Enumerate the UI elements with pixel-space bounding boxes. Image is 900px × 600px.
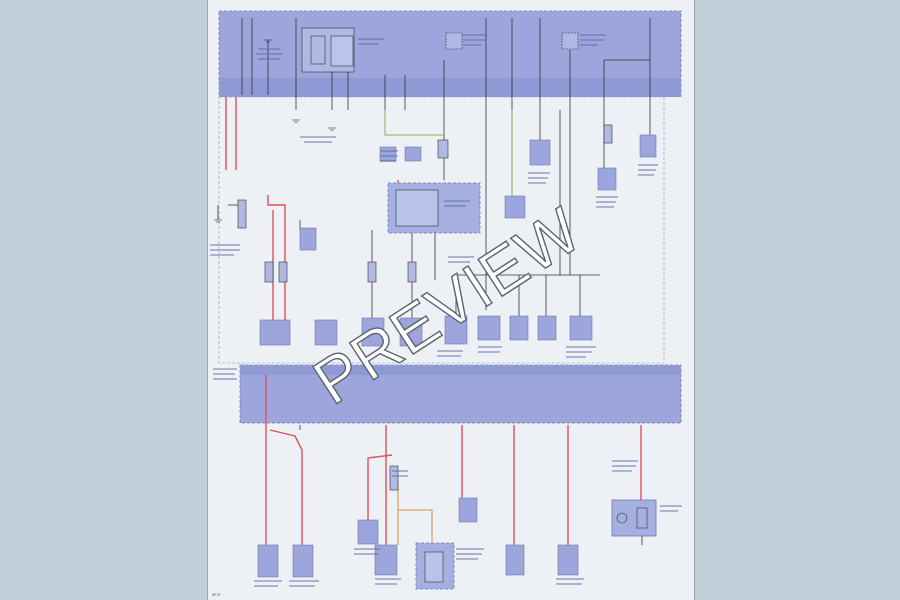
- top-junction-box-bus: [219, 78, 681, 97]
- lower-right-module-symbol: [616, 512, 628, 524]
- page-code: XF 07: [212, 593, 221, 597]
- lower-right-module: [611, 499, 657, 537]
- bottom-relay: [424, 551, 444, 583]
- green-wires: [384, 110, 513, 200]
- orange-wires: [397, 480, 433, 545]
- mid-components: [259, 134, 657, 347]
- harness-region-outline: [218, 96, 665, 364]
- ground-symbols: [214, 39, 336, 223]
- lower-junction-box-bus: [240, 365, 681, 375]
- top-box-wires: [241, 18, 651, 140]
- central-relay: [395, 189, 439, 227]
- connectors: [237, 124, 613, 491]
- fine-print-bars: [210, 34, 682, 587]
- lower-right-module-contact: [636, 507, 648, 529]
- top-box-device-1: [445, 32, 463, 50]
- mid-wires: [217, 110, 651, 545]
- top-relay-contact: [330, 35, 354, 67]
- top-box-device-2: [561, 32, 579, 50]
- top-relay-coil: [310, 35, 326, 65]
- bottom-components: [257, 497, 579, 578]
